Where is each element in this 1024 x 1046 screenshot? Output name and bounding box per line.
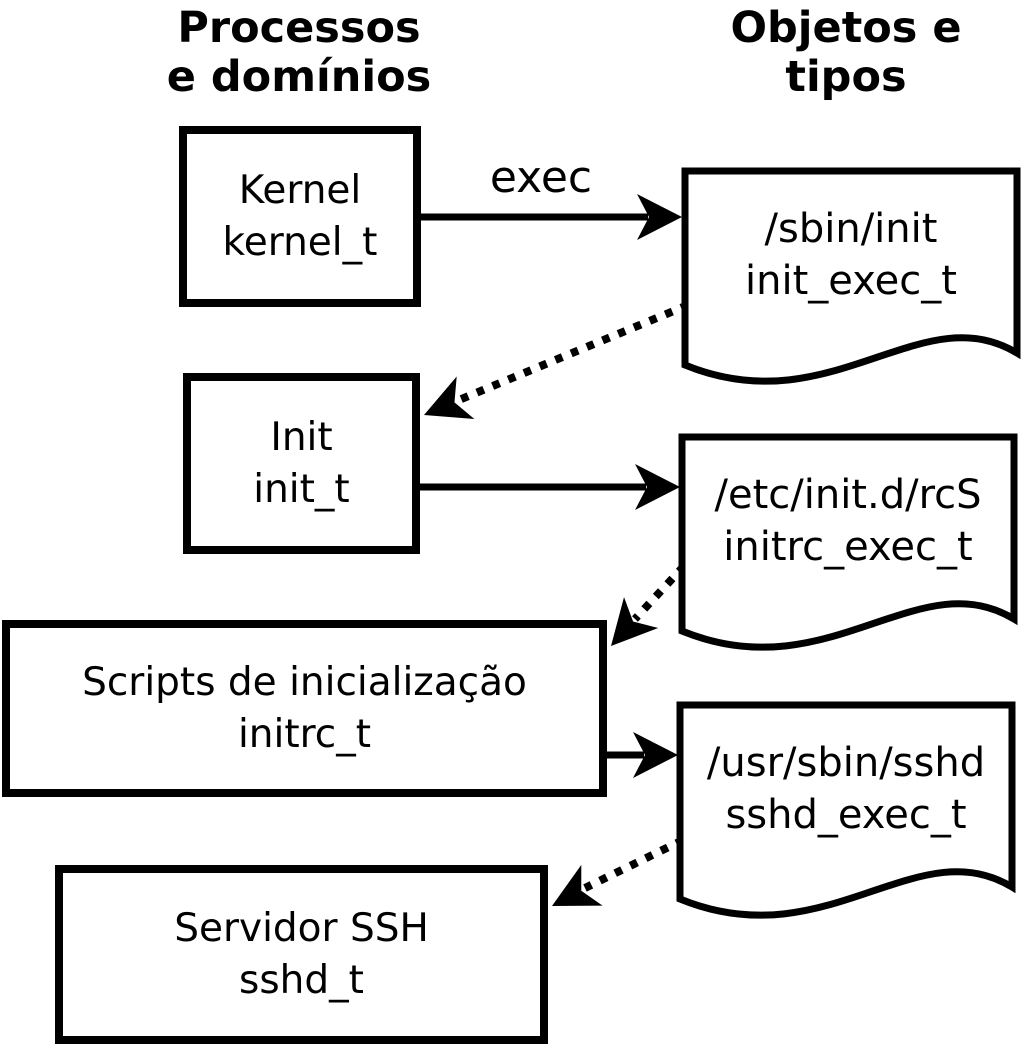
transition-arrowhead-sshd-to-servidor: [552, 864, 603, 906]
transition-arrow-sbininit-to-init-line: [457, 301, 690, 404]
exec-arrowhead-kernel-to-sbininit: [637, 194, 682, 240]
process-box-init-label: Init init_t: [253, 415, 350, 512]
object-document-etc-initd-rcs-label: /etc/init.d/rcS initrc_exec_t: [714, 472, 982, 570]
exec-arrowhead-scripts-to-sshd: [633, 732, 678, 778]
object-document-etc-initd-rcs: /etc/init.d/rcS initrc_exec_t: [678, 433, 1018, 665]
process-box-kernel-label: Kernel kernel_t: [222, 168, 378, 265]
document-shape-icon: [678, 433, 1018, 651]
exec-arrow-label: exec: [489, 152, 593, 203]
column-header-objects-types: Objetos e tipos: [730, 3, 962, 103]
process-box-init-scripts-label: Scripts de inicialização initrc_t: [82, 660, 527, 757]
transition-arrow-sshd-to-servidor-line: [583, 836, 685, 892]
transition-arrowhead-sbininit-to-init: [424, 376, 475, 419]
object-document-usr-sbin-sshd: /usr/sbin/sshd sshd_exec_t: [676, 701, 1016, 933]
transition-arrowhead-rcs-to-scripts: [611, 597, 659, 646]
column-header-processes-domains: Processos e domínios: [166, 3, 432, 103]
document-shape-icon: [676, 701, 1016, 919]
exec-arrowhead-init-to-rcs: [635, 464, 680, 510]
object-document-sbin-init: /sbin/init init_exec_t: [681, 167, 1021, 399]
process-box-ssh-server: Servidor SSH sshd_t: [55, 865, 548, 1044]
transition-arrow-rcs-to-scripts-line: [632, 563, 687, 622]
process-box-ssh-server-label: Servidor SSH sshd_t: [174, 906, 429, 1003]
object-document-usr-sbin-sshd-label: /usr/sbin/sshd sshd_exec_t: [706, 740, 986, 838]
process-box-init: Init init_t: [183, 373, 420, 554]
process-box-init-scripts: Scripts de inicialização initrc_t: [2, 620, 607, 797]
document-shape-icon: [681, 167, 1021, 385]
process-box-kernel: Kernel kernel_t: [179, 126, 421, 307]
object-document-sbin-init-label: /sbin/init init_exec_t: [745, 206, 957, 304]
